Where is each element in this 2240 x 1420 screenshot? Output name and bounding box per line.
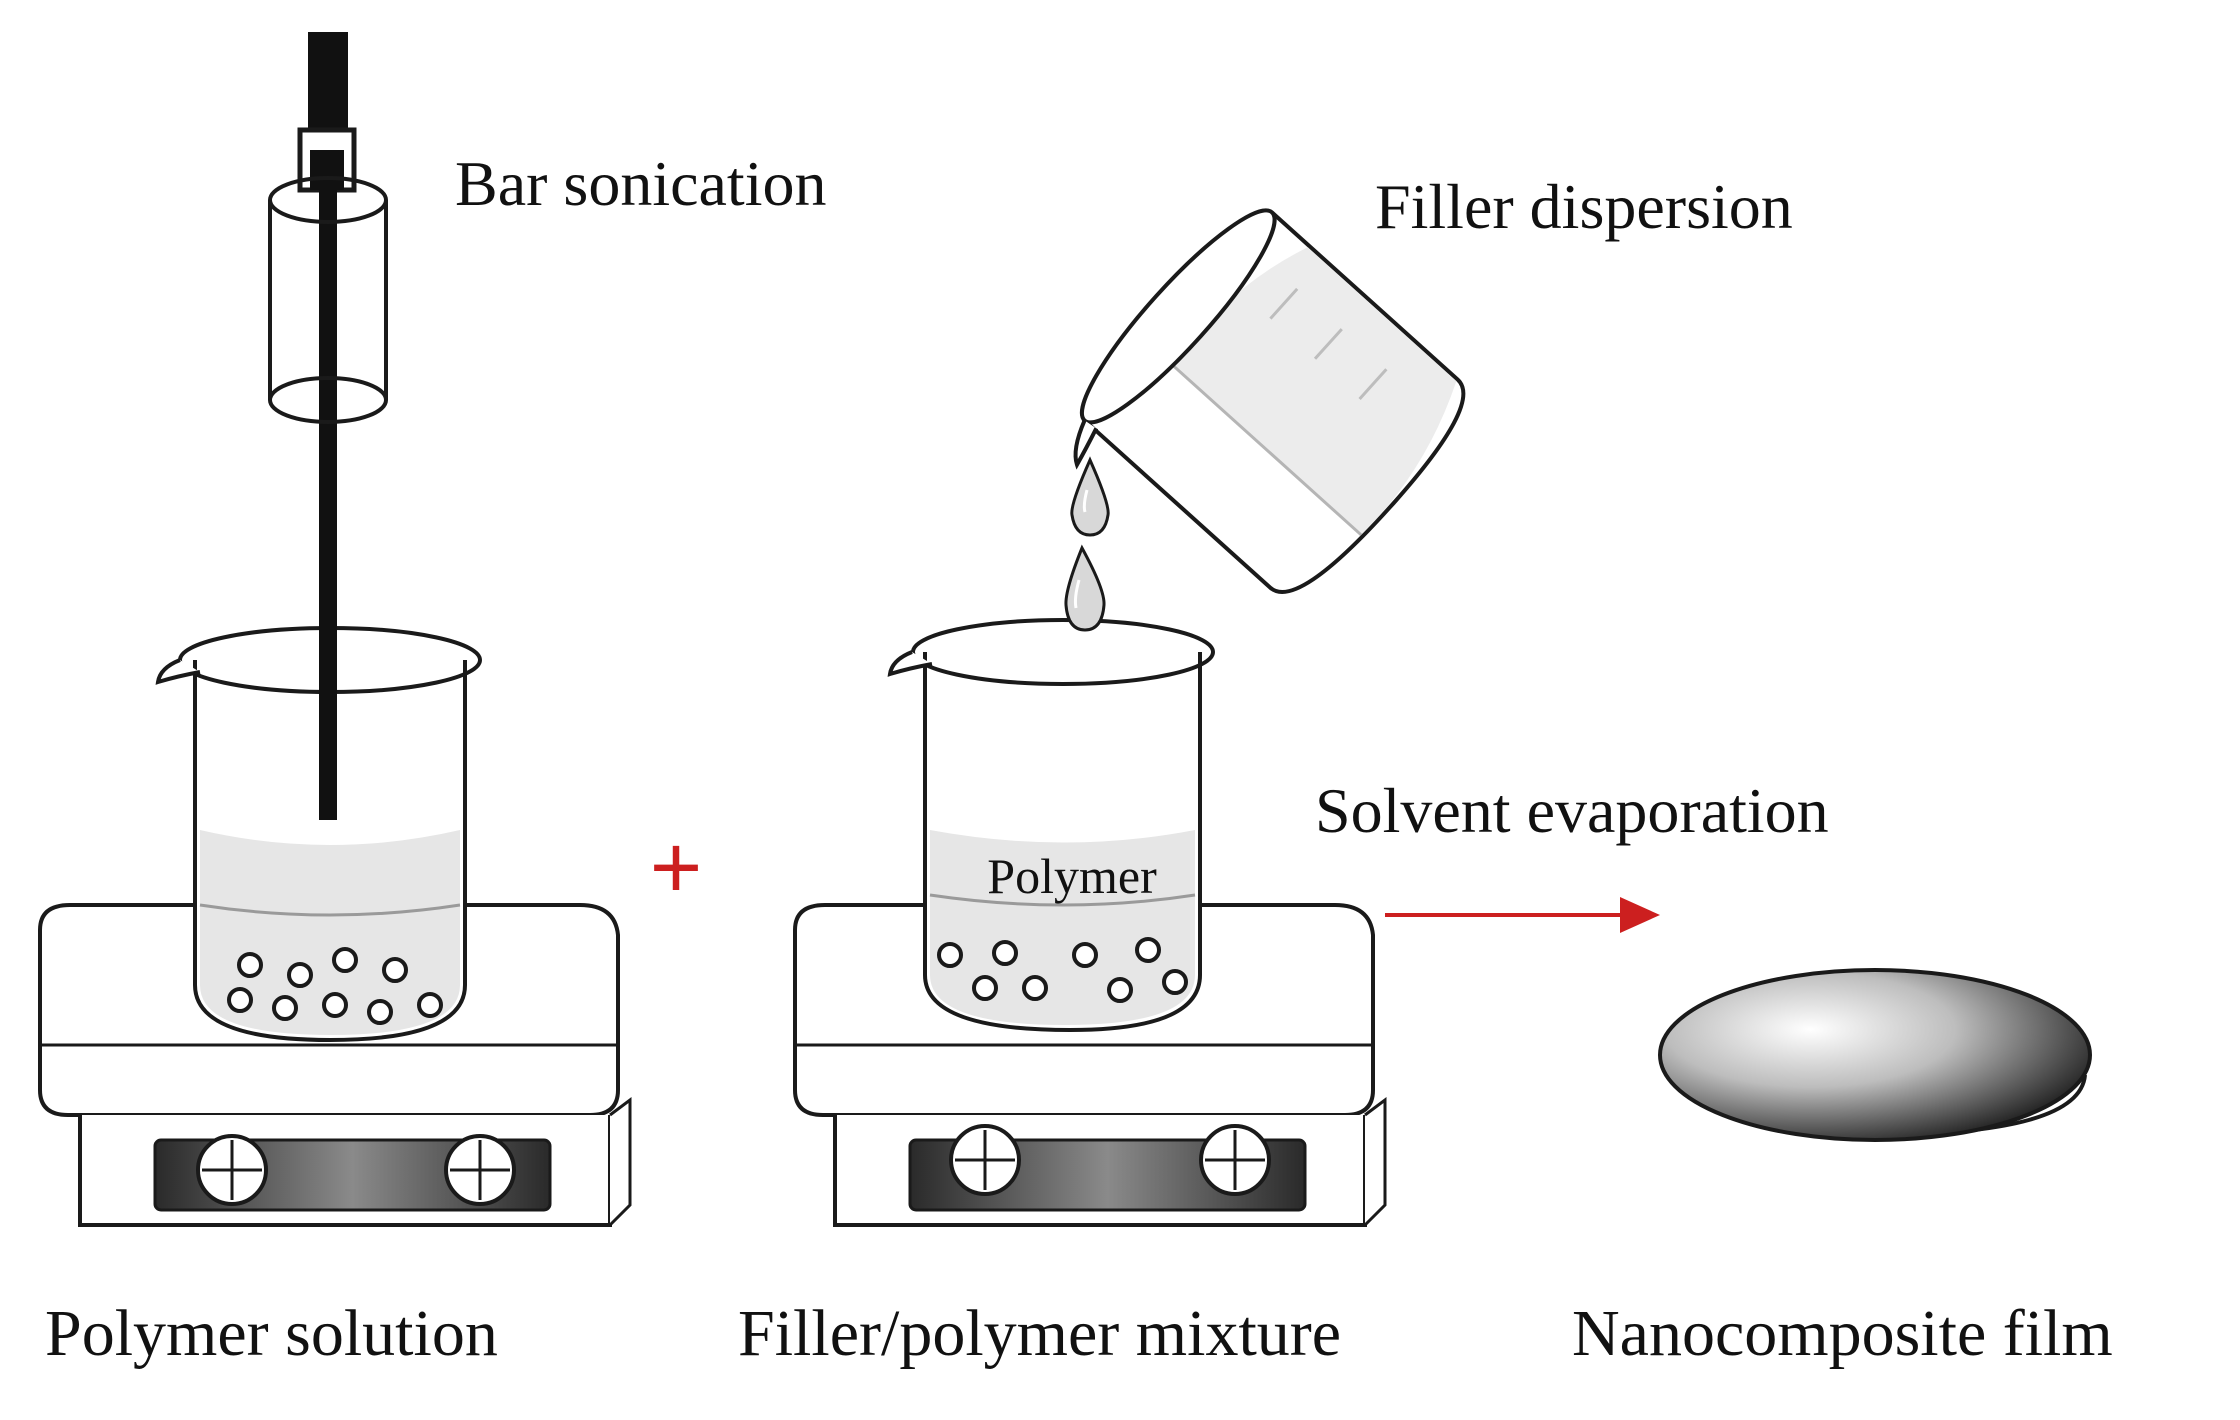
beaker-left [155,626,482,1043]
label-bar-sonication: Bar sonication [455,148,826,219]
nanocomposite-film-disk [1658,968,2092,1142]
beaker-middle: Polymer [887,618,1215,1033]
label-polymer-solution: Polymer solution [45,1297,498,1370]
filler-particles [937,937,1188,1003]
arrow-right-icon [1385,897,1660,933]
drop-icon [1064,544,1106,632]
beaker-polymer-label: Polymer [987,848,1157,904]
label-solvent-evaporation: Solvent evaporation [1315,775,1829,846]
probe-collar [268,176,388,424]
label-filler-polymer-mixture: Filler/polymer mixture [738,1297,1341,1370]
drop-icon [1070,456,1110,537]
filler-particles [227,947,443,1025]
pouring-beaker [1073,208,1466,594]
hotplate-left [38,903,632,1227]
knob-icon [444,1134,516,1206]
label-filler-dispersion: Filler dispersion [1375,171,1793,242]
plus-sign: + [650,818,703,918]
label-nanocomposite-film: Nanocomposite film [1572,1297,2113,1370]
knob-icon [949,1124,1021,1196]
knob-icon [1199,1124,1271,1196]
sonicator-probe [268,32,388,820]
knob-icon [196,1134,268,1206]
